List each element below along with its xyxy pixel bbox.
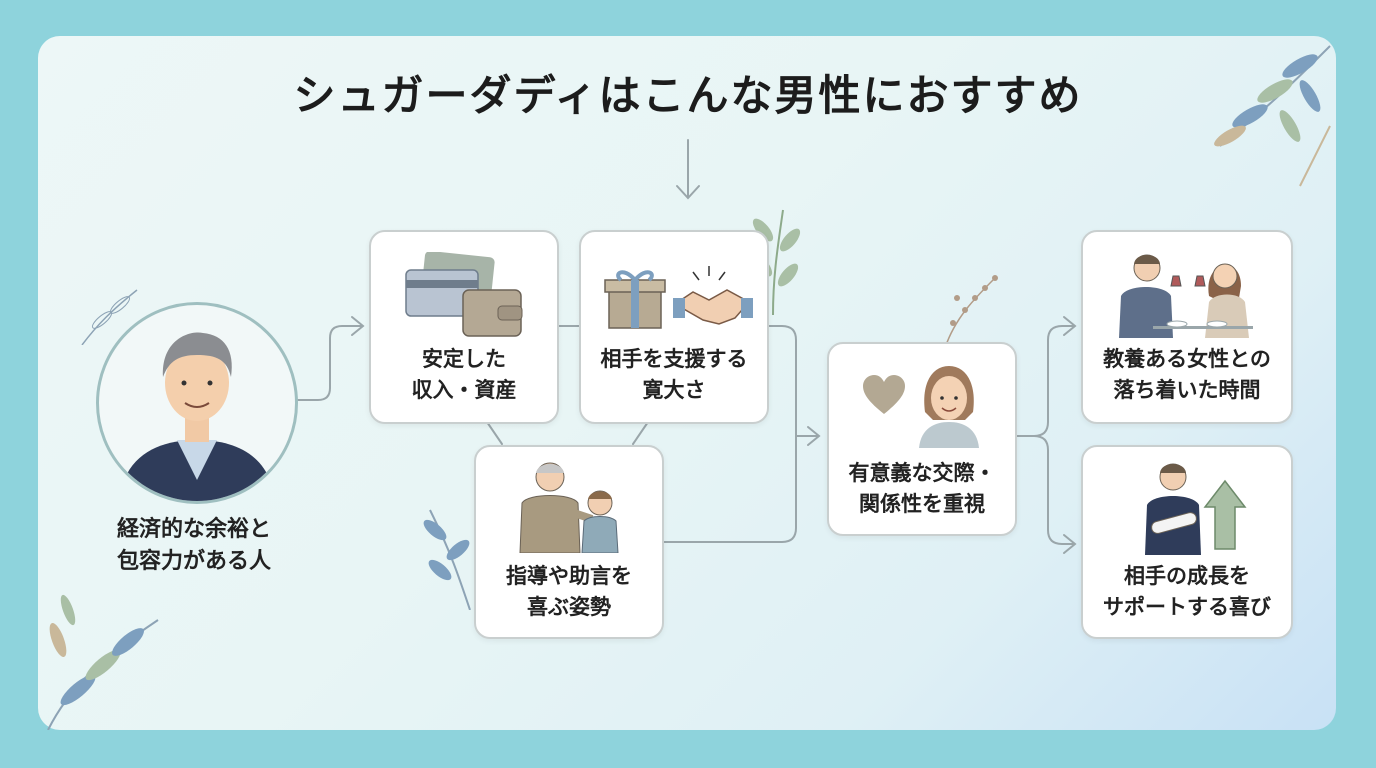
income-label: 安定した 収入・資産 (371, 344, 557, 406)
person-avatar (96, 302, 298, 504)
support-label-line1: 相手を支援する (600, 347, 748, 371)
support-label: 相手を支援する 寛大さ (581, 344, 767, 406)
mentor-child-icon (519, 462, 619, 553)
dinner-couple-icon (1119, 254, 1253, 338)
growth-label-line1: 相手の成長を (1124, 564, 1250, 588)
box-income: 安定した 収入・資産 (369, 230, 559, 424)
time-label: 教養ある女性との 落ち着いた時間 (1083, 344, 1291, 406)
box-time: 教養ある女性との 落ち着いた時間 (1081, 230, 1293, 424)
guidance-label-line2: 喜ぶ姿勢 (527, 595, 611, 619)
support-label-line2: 寛大さ (642, 378, 706, 402)
relationship-label-line2: 関係性を重視 (859, 492, 985, 516)
growth-label: 相手の成長を サポートする喜び (1083, 561, 1291, 623)
income-label-line2: 収入・資産 (411, 378, 517, 402)
box-guidance: 指導や助言を 喜ぶ姿勢 (474, 445, 664, 639)
box-relationship: 有意義な交際・ 関係性を重視 (827, 342, 1017, 536)
income-label-line1: 安定した (422, 347, 506, 371)
leaf-decoration-top-right-icon (1214, 45, 1331, 187)
person-label: 経済的な余裕と 包容力がある人 (96, 514, 292, 578)
time-label-line1: 教養ある女性との (1103, 347, 1271, 371)
growth-label-line2: サポートする喜び (1103, 595, 1271, 619)
berry-sprig-icon (944, 275, 998, 348)
heart-icon (863, 375, 905, 414)
time-label-line2: 落ち着いた時間 (1113, 378, 1261, 402)
person-label-line1: 経済的な余裕と (116, 517, 271, 542)
woman-portrait-icon (919, 366, 979, 448)
guidance-label-line1: 指導や助言を (506, 564, 632, 588)
credit-card-wallet-icon (405, 252, 523, 337)
gift-box-icon (604, 270, 666, 329)
graduate-growth-icon (1145, 463, 1247, 555)
man-portrait-icon (119, 332, 275, 501)
box-growth: 相手の成長を サポートする喜び (1081, 445, 1293, 639)
person-label-line2: 包容力がある人 (116, 549, 271, 574)
leaf-decoration-bottom-left-icon (47, 594, 159, 730)
leaf-decoration-left-icon (81, 289, 138, 345)
page-title: シュガーダディはこんな男性におすすめ (293, 71, 1083, 120)
handshake-icon (673, 266, 753, 325)
guidance-label: 指導や助言を 喜ぶ姿勢 (476, 561, 662, 623)
relationship-label-line1: 有意義な交際・ (848, 461, 996, 485)
box-support: 相手を支援する 寛大さ (579, 230, 769, 424)
leaf-decoration-lower-icon (423, 509, 471, 610)
relationship-label: 有意義な交際・ 関係性を重視 (829, 458, 1015, 520)
